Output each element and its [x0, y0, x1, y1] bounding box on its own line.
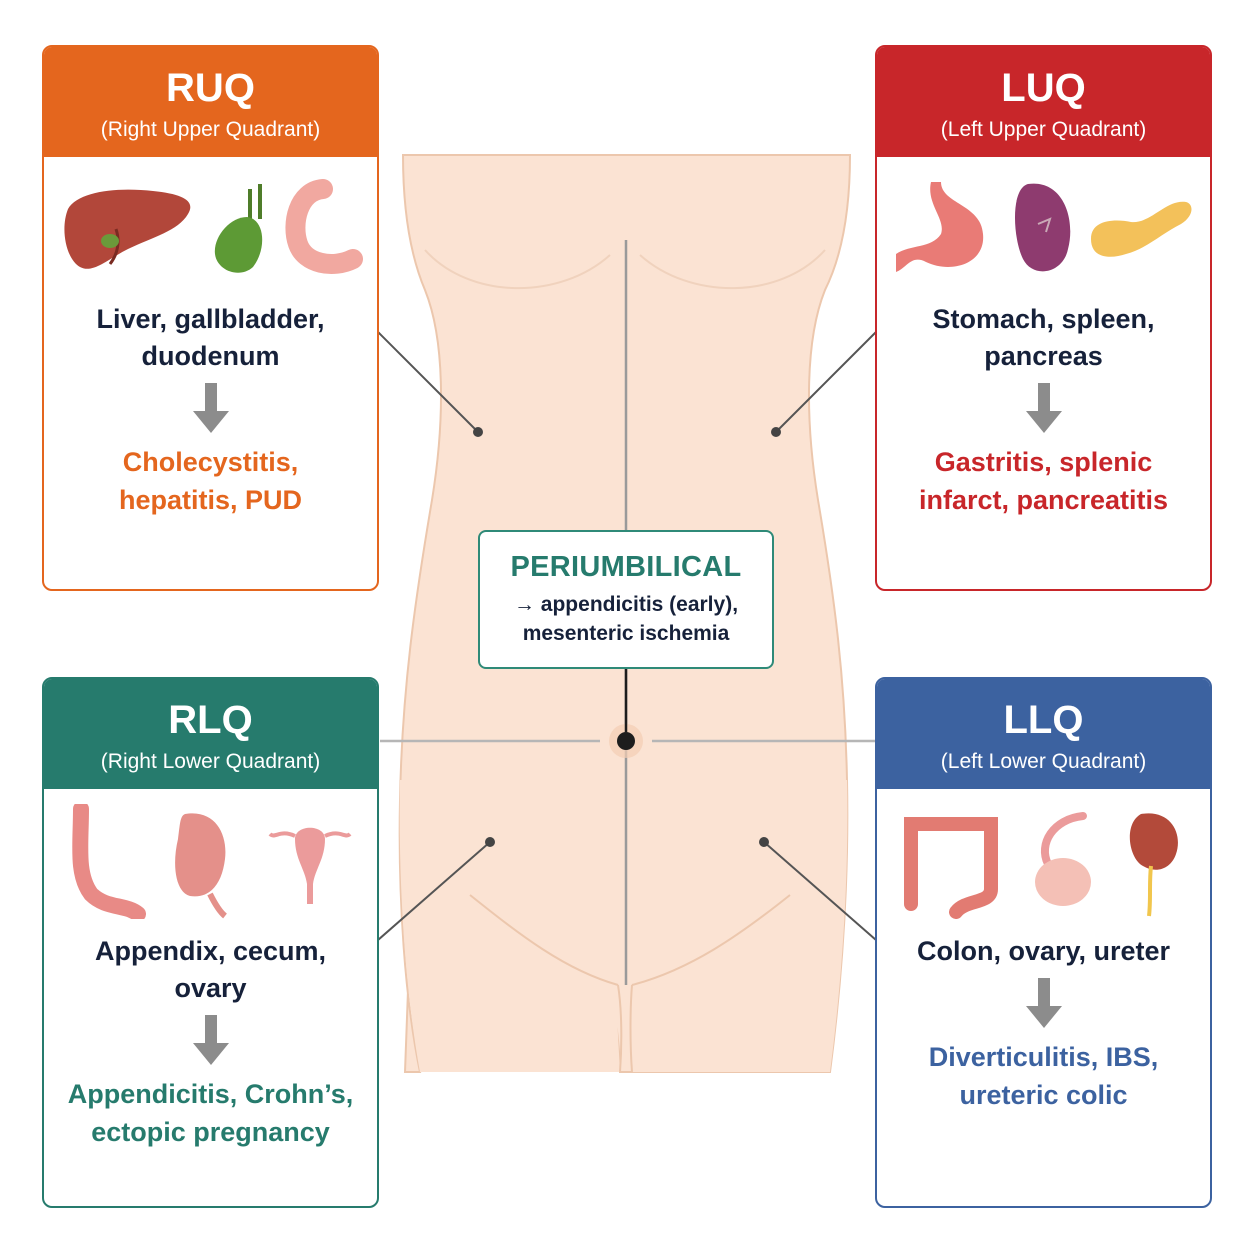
- luq-connector-dot: [771, 427, 781, 437]
- ruq-title: RUQ: [166, 66, 255, 110]
- llq-organ-icons: [877, 789, 1210, 919]
- colon-icon: [903, 816, 998, 919]
- ruq-card: RUQ (Right Upper Quadrant) Liver, gallbl…: [42, 45, 379, 591]
- appendix-icon: [72, 803, 147, 919]
- periumbilical-title: PERIUMBILICAL: [510, 551, 742, 583]
- llq-down-arrow-icon: [1025, 978, 1062, 1028]
- umbilicus-dot: [617, 732, 635, 750]
- duodenum-icon: [285, 179, 364, 274]
- torso-lower: [399, 780, 848, 1072]
- luq-conditions: Gastritis, splenic infarct, pancreatitis: [918, 447, 1169, 515]
- rlq-header: RLQ (Right Lower Quadrant): [44, 679, 377, 789]
- ruq-connector-dot: [473, 427, 483, 437]
- rlq-connector-dot: [485, 837, 495, 847]
- gallbladder-icon: [215, 184, 263, 273]
- ruq-organ-icons: [44, 157, 377, 287]
- rlq-card: RLQ (Right Lower Quadrant) Appendix, cec…: [42, 677, 379, 1208]
- llq-header: LLQ (Left Lower Quadrant): [877, 679, 1210, 789]
- periumbilical-description: → appendicitis (early), mesenteric ische…: [480, 590, 772, 648]
- luq-down-arrow-icon: [1025, 383, 1062, 433]
- rlq-organ-icons: [44, 789, 377, 919]
- stomach-icon: [895, 182, 984, 272]
- ruq-header: RUQ (Right Upper Quadrant): [44, 47, 377, 157]
- chest-contour-left: [424, 249, 611, 290]
- spleen-icon: [1015, 183, 1071, 272]
- luq-organs: Stomach, spleen, pancreas: [932, 304, 1155, 371]
- uterus-ovary-icon: [268, 827, 352, 904]
- llq-organs: Colon, ovary, ureter: [916, 936, 1171, 966]
- luq-organ-icons: [877, 157, 1210, 287]
- luq-header: LUQ (Left Upper Quadrant): [877, 47, 1210, 157]
- ruq-conditions: Cholecystitis, hepatitis, PUD: [118, 447, 303, 515]
- rlq-organs: Appendix, cecum, ovary: [94, 936, 327, 1003]
- llq-connector: [763, 841, 877, 941]
- chest-contour-right: [639, 249, 826, 290]
- luq-title: LUQ: [1001, 66, 1086, 110]
- llq-connector-dot: [759, 837, 769, 847]
- luq-card: LUQ (Left Upper Quadrant) Stomach, splee…: [875, 45, 1212, 591]
- liver-icon: [64, 189, 191, 269]
- periumbilical-box: PERIUMBILICAL → appendicitis (early), me…: [478, 530, 774, 669]
- periumbilical-line-2: mesenteric ischemia: [522, 622, 730, 645]
- luq-subtitle: (Left Upper Quadrant): [940, 118, 1147, 141]
- rlq-conditions: Appendicitis, Crohn’s, ectopic pregnancy: [67, 1079, 354, 1147]
- ruq-organs: Liver, gallbladder, duodenum: [96, 304, 325, 371]
- kidney-ureter-icon: [1129, 812, 1179, 916]
- rlq-connector: [377, 841, 491, 941]
- llq-title: LLQ: [1003, 698, 1084, 742]
- ruq-subtitle: (Right Upper Quadrant): [100, 118, 321, 141]
- rlq-subtitle: (Right Lower Quadrant): [100, 750, 321, 773]
- ovary-icon: [1035, 811, 1092, 906]
- leg-gap: [617, 984, 633, 1073]
- rlq-down-arrow-icon: [192, 1015, 229, 1065]
- llq-subtitle: (Left Lower Quadrant): [940, 750, 1147, 773]
- rlq-title: RLQ: [168, 698, 253, 742]
- llq-conditions: Diverticulitis, IBS, ureteric colic: [928, 1042, 1159, 1110]
- llq-card: LLQ (Left Lower Quadrant) Colon, ovary, …: [875, 677, 1212, 1208]
- ruq-down-arrow-icon: [192, 383, 229, 433]
- ruq-connector: [377, 331, 479, 433]
- pancreas-icon: [1091, 201, 1192, 257]
- luq-connector: [775, 331, 877, 433]
- groin-line-left: [469, 894, 619, 986]
- cecum-icon: [175, 812, 228, 918]
- groin-line-right: [631, 894, 791, 986]
- periumbilical-line-1: → appendicitis (early),: [513, 593, 739, 616]
